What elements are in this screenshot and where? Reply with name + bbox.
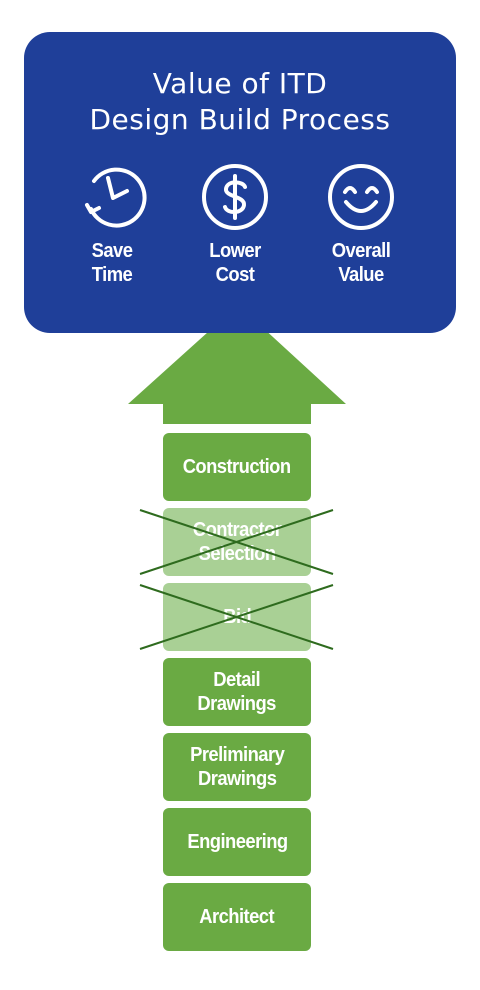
step-label: Detail Drawings: [197, 669, 277, 715]
benefit-overall-value: Overall Value: [306, 162, 416, 287]
step-label: Engineering: [186, 831, 288, 853]
benefit-lower-cost: Lower Cost: [180, 162, 290, 287]
step-architect: Architect: [163, 883, 311, 951]
step-engineering: Engineering: [163, 808, 311, 876]
step-preliminary-drawings: Preliminary Drawings: [163, 733, 311, 801]
step-contractor-selection: Contractor Selection: [163, 508, 311, 576]
step-bid: Bid: [163, 583, 311, 651]
benefit-label: Lower Cost: [209, 240, 261, 286]
dollar-icon: [202, 164, 268, 230]
title-line-1: Value of ITD: [152, 67, 328, 100]
title-line-2: Design Build Process: [89, 103, 391, 136]
step-construction: Construction: [163, 433, 311, 501]
clock-icon: [85, 167, 147, 228]
benefit-label: Save Time: [91, 240, 133, 286]
benefit-save-time: Save Time: [57, 162, 167, 287]
value-panel: Value of ITD Design Build Process Save T…: [24, 32, 456, 333]
step-label: Preliminary Drawings: [189, 744, 285, 790]
smiley-icon: [328, 164, 394, 230]
panel-title: Value of ITD Design Build Process: [24, 66, 456, 138]
step-detail-drawings: Detail Drawings: [163, 658, 311, 726]
step-label: Architect: [199, 906, 275, 928]
benefit-label: Overall Value: [331, 240, 391, 286]
step-label: Construction: [183, 456, 291, 478]
step-label: Contractor Selection: [192, 519, 282, 565]
step-label: Bid: [222, 606, 252, 628]
